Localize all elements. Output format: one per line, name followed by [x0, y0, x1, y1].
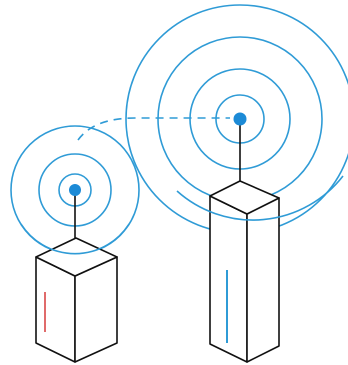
dashed-link-icon: [78, 118, 230, 140]
left-antenna-node: [69, 184, 81, 196]
right-tower: [210, 119, 279, 362]
right-tower-right-face: [247, 198, 279, 362]
left-tower: [36, 190, 117, 362]
right-antenna-node: [234, 113, 247, 126]
right-tower-left-face: [210, 196, 247, 362]
